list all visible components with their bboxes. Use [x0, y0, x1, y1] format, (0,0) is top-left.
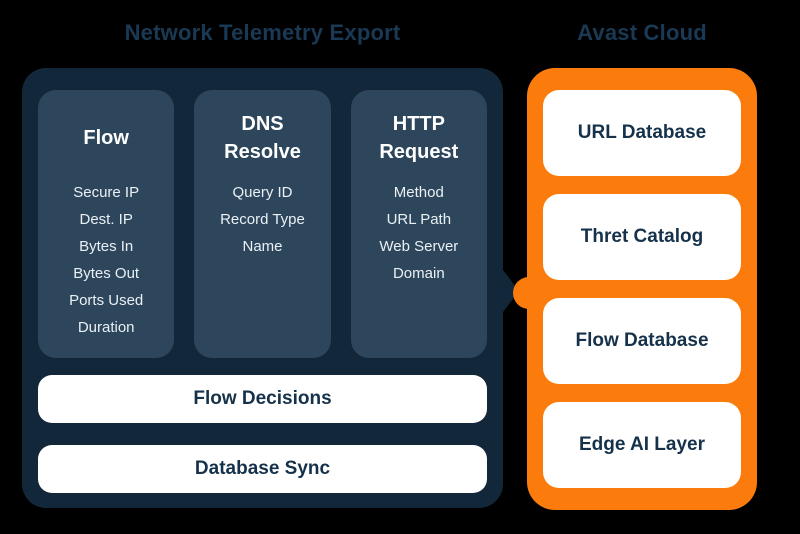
field-item-name: Name	[242, 238, 283, 255]
field-item-dest-ip: Dest. IP	[79, 211, 133, 228]
cloud-box-url-database: URL Database	[543, 90, 741, 176]
bar-label: Database Sync	[194, 458, 331, 479]
column-heading: DNS Resolve	[194, 110, 330, 166]
field-item-web-server-domain: Web Server Domain	[379, 238, 459, 282]
cloud-box-edge-ai-layer: Edge AI Layer	[543, 402, 741, 488]
cloud-box-flow-database: Flow Database	[543, 298, 741, 384]
column-heading: HTTP Request	[351, 110, 487, 166]
column-heading-text: Flow	[83, 127, 129, 149]
cloud-section-title: Avast Cloud	[577, 20, 707, 45]
bar-database-sync: Database Sync	[38, 445, 487, 493]
telemetry-section-title: Network Telemetry Export	[124, 20, 401, 45]
column-heading: Flow	[38, 110, 174, 166]
cloud-box-thret-catalog: Thret Catalog	[543, 194, 741, 280]
cloud-box-label: Flow Database	[575, 330, 709, 351]
field-item-method: Method	[393, 184, 444, 201]
field-item-ports-used: Ports Used	[69, 292, 144, 309]
field-item-query-id: Query ID	[232, 184, 293, 201]
cloud-box-label: Thret Catalog	[580, 226, 704, 247]
field-item-url-path: URL Path	[386, 211, 452, 228]
field-item-record-type: Record Type	[220, 211, 305, 228]
field-item-bytes-in: Bytes In	[79, 238, 134, 255]
field-item-duration: Duration	[77, 319, 135, 336]
cloud-box-label: URL Database	[577, 122, 707, 143]
field-item-bytes-out: Bytes Out	[73, 265, 140, 282]
column-heading-text: DNS Resolve	[224, 113, 301, 163]
bar-label: Flow Decisions	[193, 388, 332, 409]
field-item-secure-ip: Secure IP	[73, 184, 140, 201]
bar-flow-decisions: Flow Decisions	[38, 375, 487, 423]
column-heading-text: HTTP Request	[379, 113, 459, 163]
cloud-box-label: Edge AI Layer	[578, 434, 705, 455]
